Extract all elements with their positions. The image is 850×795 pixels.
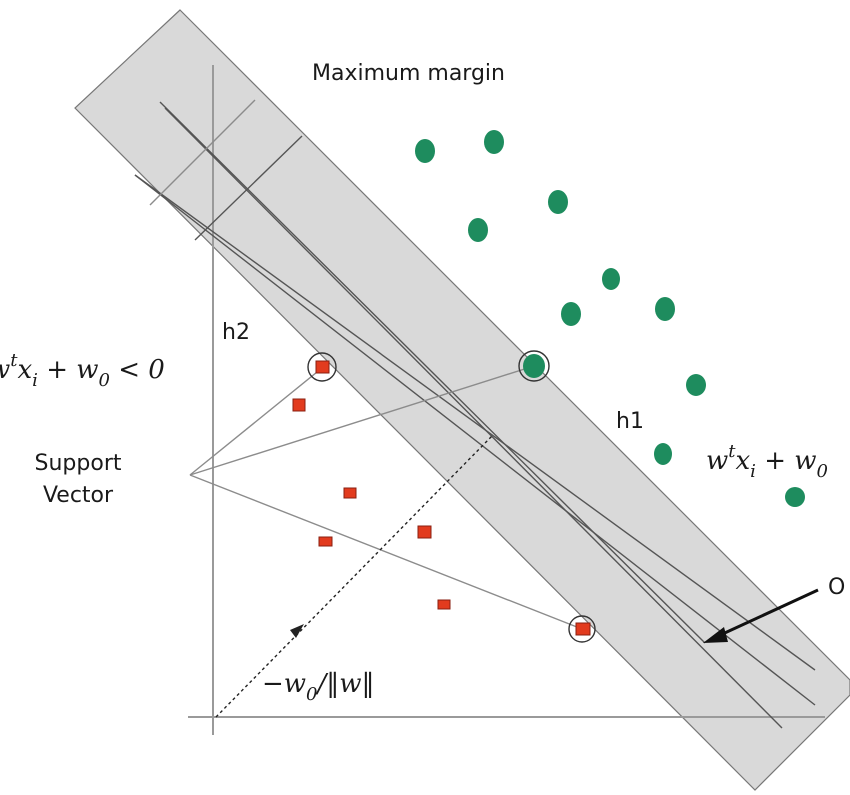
hyperplane-h2 (159, 101, 706, 644)
negative-point (343, 487, 357, 499)
margin-boundary-upper (134, 174, 816, 671)
hyperplane-h1 (134, 174, 816, 706)
support-vector-ring (307, 352, 337, 382)
support-vector-ring (518, 350, 550, 382)
hyperplane-center (164, 107, 783, 729)
positive-point (561, 302, 581, 326)
offset-label: −w0/‖w‖ (262, 669, 375, 705)
hyperplane-h1-label: h1 (616, 409, 644, 434)
negative-point (437, 599, 451, 610)
positive-point (686, 374, 706, 396)
positive-point (548, 190, 568, 214)
positive-point (602, 268, 620, 290)
positive-class-inequality: wtxi + w0 (706, 441, 828, 482)
title-label: Maximum margin (312, 61, 505, 86)
sv-line-to-neg-lower (189, 474, 583, 630)
support-vector-label-line2: Vector (43, 483, 114, 508)
margin-width-segment (194, 135, 303, 241)
negative-point (417, 525, 432, 539)
positive-point (523, 354, 545, 378)
margin-band (74, 9, 850, 791)
negative-point (318, 536, 333, 547)
support-vector-ring (568, 615, 596, 643)
negative-point (292, 398, 306, 412)
positive-point (654, 443, 672, 465)
positive-point (484, 130, 504, 154)
negative-class-inequality: wtxi + w0 < 0 (0, 350, 165, 391)
optimal-hyperplane-label: O (828, 575, 845, 600)
optimal-pointer-arrowhead (703, 627, 728, 643)
positive-point (415, 139, 435, 163)
margin-width-guide (149, 99, 256, 206)
hyperplane-h2-label: h2 (222, 320, 250, 345)
optimal-pointer-line (715, 588, 819, 639)
negative-point (575, 622, 591, 636)
negative-point (315, 360, 330, 374)
offset-vector-arrowhead (290, 624, 304, 638)
positive-point (785, 487, 805, 507)
positive-point (655, 297, 675, 321)
support-vector-label-line1: Support (35, 451, 122, 476)
sv-line-to-pos (189, 365, 535, 476)
sv-line-to-neg-upper (189, 367, 323, 476)
positive-point (468, 218, 488, 242)
